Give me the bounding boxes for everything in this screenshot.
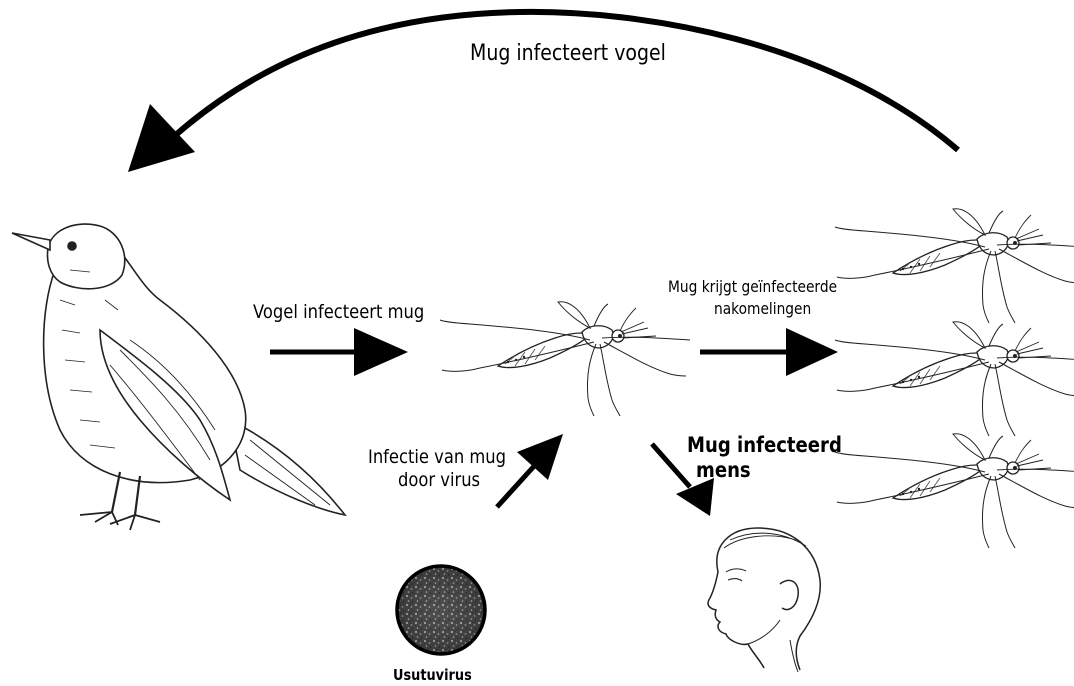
label-mosquito-infects-human-line2: mens bbox=[696, 458, 751, 482]
arc-arrowhead bbox=[128, 104, 195, 172]
arrow-virus-to-mosquito bbox=[497, 434, 563, 507]
label-bird-infects-mosquito: Vogel infecteert mug bbox=[253, 302, 424, 324]
label-virus-infects-mosquito-line1: Infectie van mug bbox=[368, 447, 506, 469]
label-virus-infects-mosquito-line2: door virus bbox=[398, 470, 480, 492]
offspring-mosquito-1 bbox=[835, 209, 1074, 323]
label-mosquito-infects-human-line1: Mug infecteerd bbox=[687, 433, 842, 457]
blackbird-illustration bbox=[12, 224, 345, 530]
label-mosquito-infects-bird: Mug infecteert vogel bbox=[470, 41, 666, 66]
arrow-bird-to-mosquito bbox=[270, 328, 408, 376]
virus-particle bbox=[397, 566, 485, 654]
arc-arrow-mosquito-to-bird bbox=[170, 12, 958, 150]
label-offspring-line2: nakomelingen bbox=[714, 300, 811, 318]
offspring-mosquito-2 bbox=[835, 322, 1074, 436]
mosquito-illustration bbox=[440, 302, 690, 416]
mosquito-group-illustration bbox=[835, 209, 1074, 548]
label-virus-name: Usutuvirus bbox=[393, 667, 472, 684]
label-offspring-line1: Mug krijgt geïnfecteerde bbox=[668, 278, 837, 296]
arrow-mosquito-to-offspring bbox=[700, 328, 838, 376]
human-head-illustration bbox=[708, 528, 820, 672]
offspring-mosquito-3 bbox=[835, 434, 1074, 548]
